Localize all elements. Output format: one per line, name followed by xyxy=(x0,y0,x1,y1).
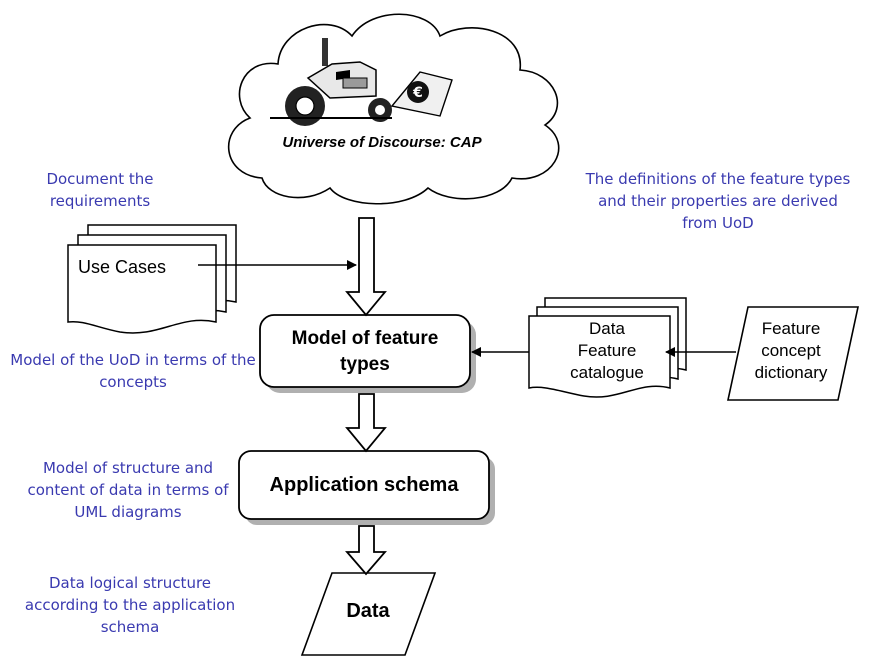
annotation-document-requirements: Document the requirements xyxy=(46,170,154,210)
annotation-definitions: The definitions of the feature types and… xyxy=(585,170,851,232)
cloud-shape xyxy=(227,13,560,205)
feature-catalogue-document xyxy=(528,297,687,398)
block-arrow-cloud-to-model xyxy=(345,217,387,317)
annotation-model-structure: Model of structure and content of data i… xyxy=(27,459,229,521)
model-feature-types-label: Model of feature types xyxy=(291,328,439,375)
annotation-model-uod: Model of the UoD in terms of the concept… xyxy=(10,351,256,391)
use-cases-document xyxy=(67,224,237,334)
use-cases-label: Use Cases xyxy=(78,257,167,277)
feature-catalogue-label: Data Feature catalogue xyxy=(570,319,644,382)
application-schema-label: Application schema xyxy=(269,474,459,496)
cloud-label: Universe of Discourse: CAP xyxy=(282,134,482,151)
block-arrow-model-to-schema xyxy=(345,393,387,453)
svg-text:€: € xyxy=(412,85,423,101)
annotation-data-logical: Data logical structure according to the … xyxy=(24,574,236,636)
concept-dictionary-shape xyxy=(727,306,859,401)
application-schema-box xyxy=(238,450,490,520)
data-shape xyxy=(300,572,437,656)
block-arrow-schema-to-data xyxy=(345,525,387,576)
data-label: Data xyxy=(346,600,390,622)
tractor-icon xyxy=(270,38,392,126)
concept-dictionary-label: Feature concept dictionary xyxy=(754,319,828,382)
euro-note-icon: € xyxy=(390,71,453,117)
